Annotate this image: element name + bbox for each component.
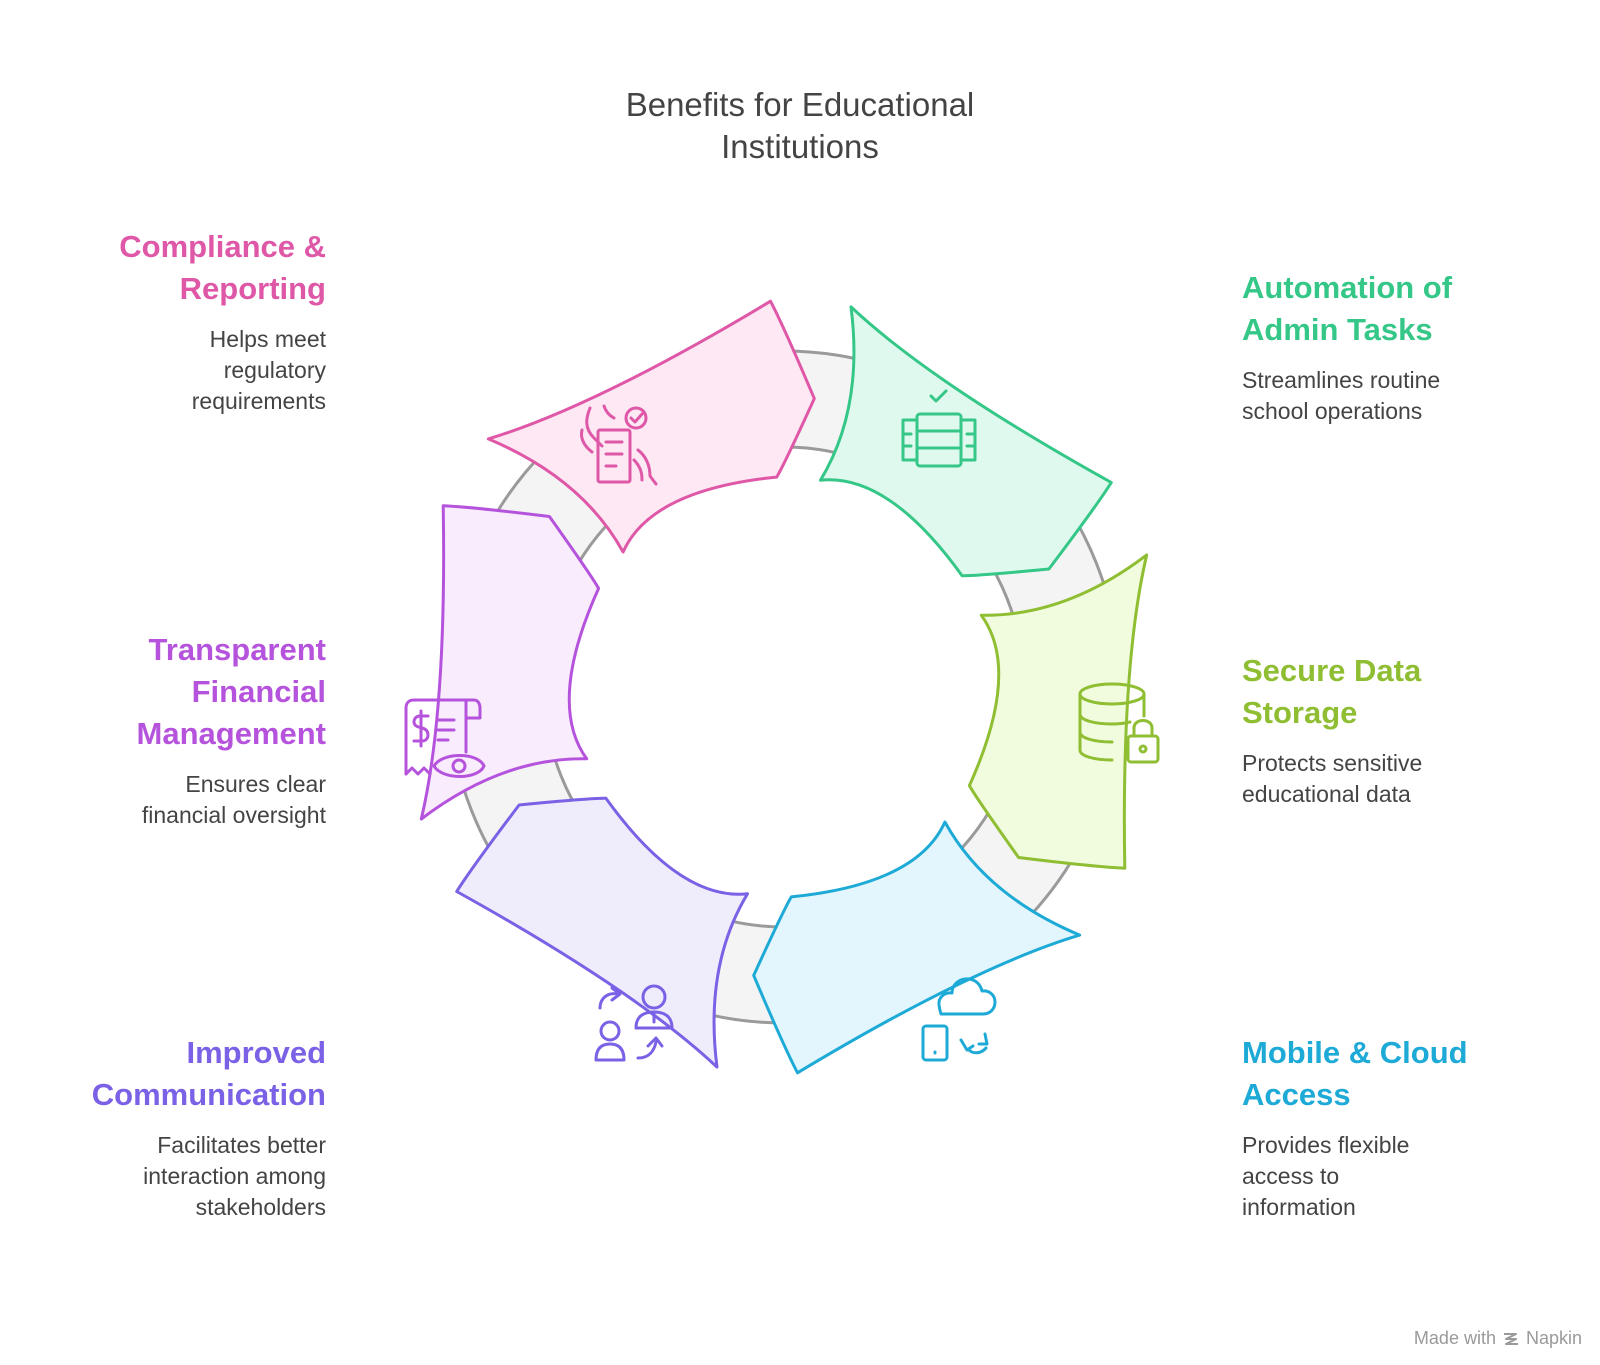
label-communication: Improved Communication Facilitates bette… xyxy=(26,1032,326,1223)
label-financial-heading: Transparent Financial Management xyxy=(136,632,326,751)
receipt-eye-icon xyxy=(404,698,486,778)
label-automation: Automation of Admin Tasks Streamlines ro… xyxy=(1242,267,1542,427)
label-financial: Transparent Financial Management Ensures… xyxy=(26,629,326,831)
footer-text: Made with xyxy=(1413,1328,1496,1348)
cloud-mobile-sync-icon xyxy=(921,977,997,1062)
label-compliance-description: Helps meet regulatory requirements xyxy=(191,326,326,414)
segment-communication xyxy=(455,796,749,1069)
segment-compliance xyxy=(486,299,816,554)
label-automation-description: Streamlines routine school operations xyxy=(1242,367,1441,424)
document-check-hand-icon xyxy=(580,404,658,486)
segment-mobile xyxy=(752,820,1082,1075)
label-storage-description: Protects sensitive educational data xyxy=(1242,750,1423,807)
title-line-1: Benefits for Educational xyxy=(625,86,975,123)
people-exchange-icon xyxy=(594,984,674,1062)
label-storage: Secure Data Storage Protects sensitive e… xyxy=(1242,650,1542,810)
label-communication-description: Facilitates better interaction among sta… xyxy=(143,1132,326,1220)
diagram-title: Benefits for Educational Institutions xyxy=(500,84,1100,168)
made-with-napkin-badge[interactable]: Made with Napkin xyxy=(1414,1328,1582,1349)
label-financial-description: Ensures clear financial oversight xyxy=(141,771,326,828)
label-compliance-heading: Compliance & Reporting xyxy=(119,229,326,306)
label-communication-heading: Improved Communication xyxy=(91,1035,326,1112)
napkin-logo-icon xyxy=(1503,1332,1518,1345)
segment-storage xyxy=(967,553,1149,870)
title-line-2: Institutions xyxy=(721,128,879,165)
label-mobile-description: Provides flexible access to information xyxy=(1242,1132,1410,1220)
database-lock-icon xyxy=(1078,682,1160,764)
segment-financial xyxy=(419,504,601,821)
label-storage-heading: Secure Data Storage xyxy=(1242,653,1422,730)
label-mobile-heading: Mobile & Cloud Access xyxy=(1242,1035,1468,1112)
footer-brand: Napkin xyxy=(1525,1328,1582,1348)
label-mobile: Mobile & Cloud Access Provides flexible … xyxy=(1242,1032,1542,1223)
segment-automation xyxy=(819,305,1113,578)
label-compliance: Compliance & Reporting Helps meet regula… xyxy=(26,226,326,417)
label-automation-heading: Automation of Admin Tasks xyxy=(1242,270,1453,347)
server-rack-check-icon xyxy=(901,389,977,468)
